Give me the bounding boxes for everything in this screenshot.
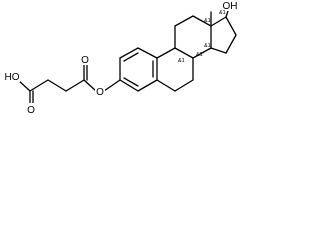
bond — [83, 79, 97, 92]
bond-double-inner — [123, 77, 139, 87]
bond — [137, 47, 158, 59]
ring-a — [119, 47, 158, 92]
bond — [156, 79, 176, 92]
bond — [192, 15, 212, 27]
acid-carbonyl-oxygen-label: O — [27, 105, 35, 116]
bond — [119, 79, 139, 92]
ring-c — [174, 15, 212, 59]
stereo-label-c17: &1 — [219, 10, 226, 16]
bond — [192, 47, 212, 59]
acid-hydroxyl-label: HO — [5, 72, 20, 83]
bond — [210, 47, 227, 54]
ring-d — [210, 16, 237, 54]
bond — [47, 79, 67, 92]
bond — [29, 79, 49, 92]
bond — [174, 79, 194, 92]
hydroxyl-label: OH — [223, 1, 238, 12]
bond — [174, 15, 194, 27]
ester-carbonyl-oxygen-label: O — [81, 55, 89, 66]
ester-oxygen-label: O — [96, 87, 104, 98]
bond — [103, 79, 121, 92]
bond — [225, 34, 237, 54]
molecule-structure: O O O HO OH &1 &1 &1 &1 &1 — [4, 0, 239, 116]
bond — [137, 79, 158, 92]
succinate-chain — [17, 63, 121, 105]
stereo-label-c9: &1 — [178, 58, 185, 64]
bond-double-inner — [123, 52, 139, 62]
stereo-label-c13: &1 — [204, 18, 211, 24]
bond — [225, 16, 237, 36]
stereo-label-c8: &1 — [196, 52, 203, 58]
stereo-label-c14: &1 — [204, 43, 211, 49]
bond — [210, 16, 227, 27]
ring-b — [156, 47, 194, 92]
bond — [174, 47, 194, 59]
bond — [119, 47, 139, 59]
bond — [156, 47, 176, 59]
bond — [65, 79, 85, 92]
